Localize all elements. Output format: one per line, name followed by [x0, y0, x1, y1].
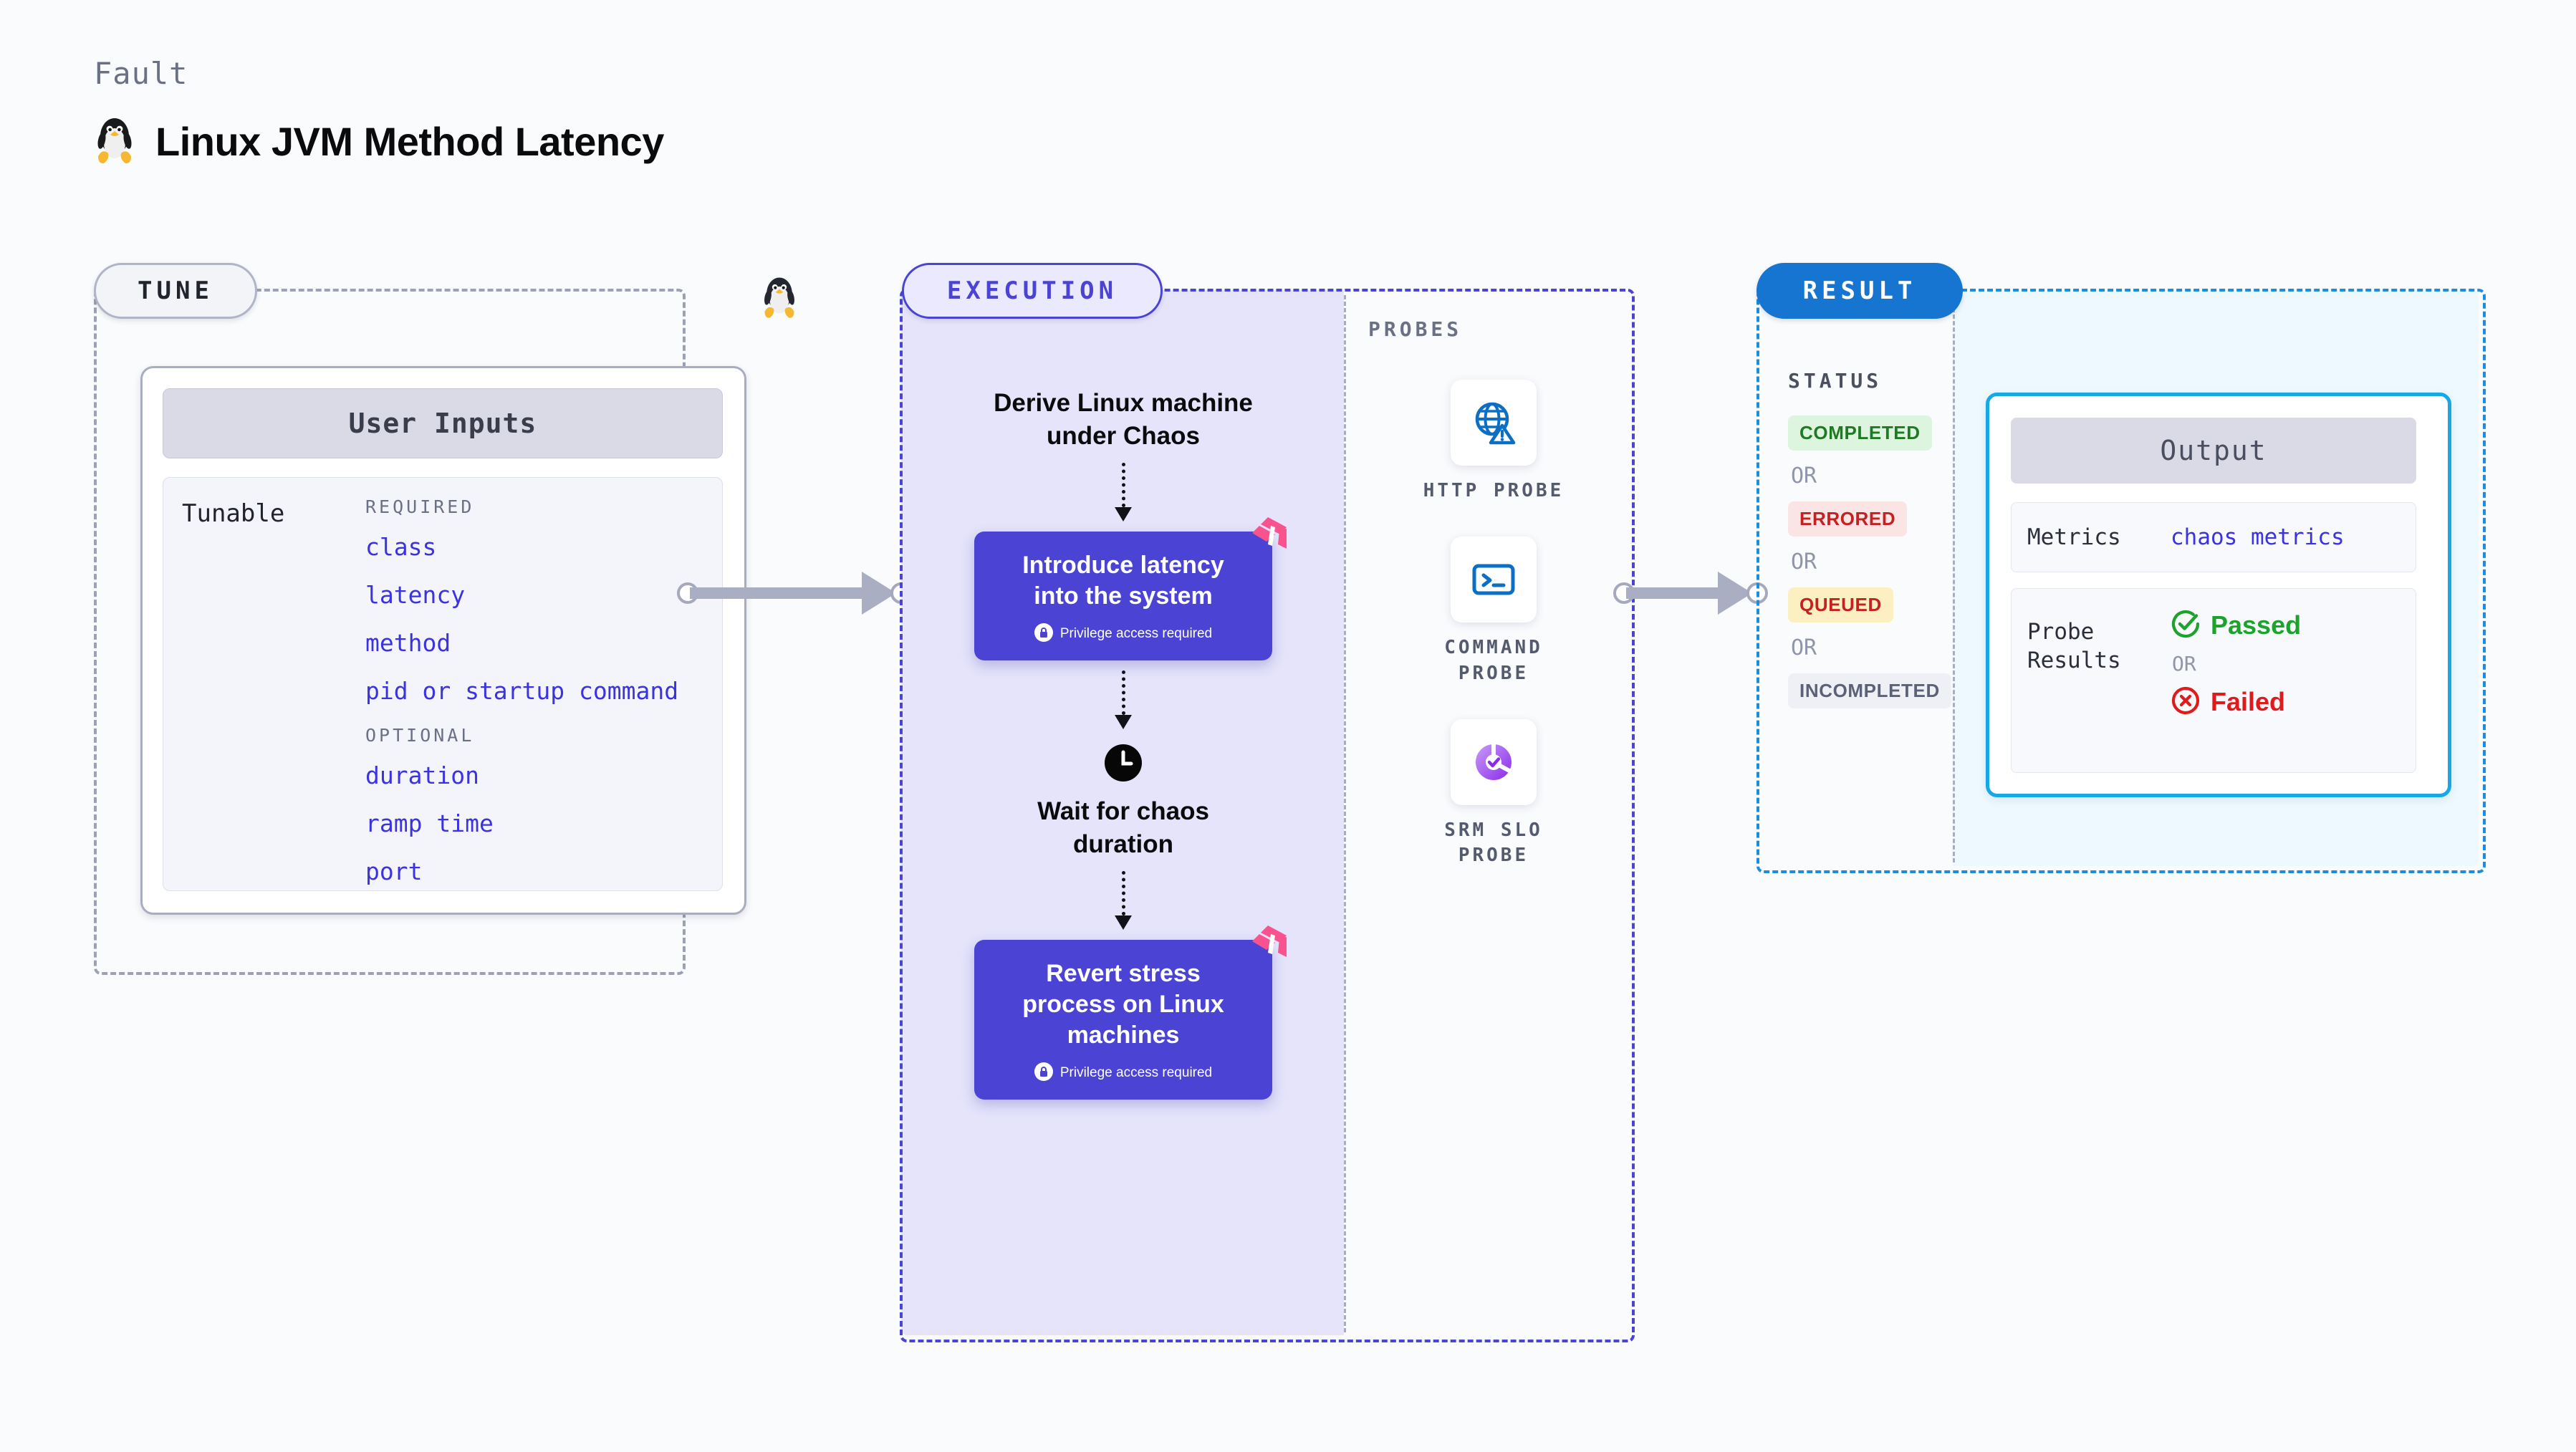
connector-probes-to-result [1613, 572, 1769, 615]
execution-step-derive-machine: Derive Linux machine under Chaos [994, 389, 1253, 451]
flow-arrowhead [1115, 715, 1132, 730]
tunable-item-class[interactable]: class [365, 533, 437, 561]
result-stage-badge[interactable]: RESULT [1756, 263, 1963, 319]
probe-item-http[interactable]: HTTP PROBE [1423, 380, 1565, 504]
globe-warning-icon [1451, 380, 1537, 466]
tunable-item-latency[interactable]: latency [365, 581, 466, 609]
lock-icon [1034, 623, 1053, 645]
connector-tune-to-execution [677, 572, 913, 615]
harness-logo-icon [1246, 921, 1291, 968]
metrics-key-label: Metrics [2027, 524, 2121, 550]
probe-verdict-failed: Failed [2171, 686, 2301, 718]
srm-slo-donut-icon [1450, 719, 1537, 806]
tunable-item-ramp-time[interactable]: ramp time [365, 809, 494, 837]
clock-icon [1104, 744, 1143, 785]
flow-connector-line [1121, 871, 1125, 916]
check-circle-icon [2171, 609, 2201, 642]
probe-verdict-passed-label: Passed [2211, 610, 2302, 640]
execution-node-introduce-latency[interactable]: Introduce latency into the system Privil… [974, 517, 1287, 661]
probe-verdict-passed: Passed [2171, 609, 2301, 642]
execution-stage-badge[interactable]: EXECUTION [902, 263, 1163, 319]
probe-verdict-failed-label: Failed [2211, 687, 2286, 716]
connector-shaft [1626, 587, 1726, 599]
terminal-icon [1450, 537, 1537, 623]
tunable-label: Tunable [182, 499, 285, 528]
tune-stage-badge[interactable]: TUNE [94, 263, 257, 319]
result-divider [1953, 295, 1955, 862]
result-stage-container [1756, 289, 2486, 873]
page-title-row: Linux JVM Method Latency [94, 115, 664, 168]
x-circle-icon [2171, 686, 2201, 718]
flow-arrowhead [1115, 915, 1132, 931]
linux-penguin-icon-tune [759, 274, 799, 324]
probe-results-row: Probe Results Passed OR [2011, 588, 2416, 773]
privilege-access-row: Privilege access required [990, 623, 1256, 645]
probe-results-key-label: Probe Results [2027, 619, 2121, 674]
probe-label-http: HTTP PROBE [1423, 480, 1565, 501]
metrics-row: Metrics chaos metrics [2011, 502, 2416, 572]
fault-kicker-label: Fault [94, 56, 188, 91]
probe-verdict-or-label: OR [2172, 652, 2196, 675]
status-badge-errored: ERRORED [1788, 501, 1908, 537]
flow-arrowhead [1115, 507, 1132, 522]
lock-icon [1034, 1062, 1053, 1084]
tunable-item-method[interactable]: method [365, 629, 451, 657]
probe-results-values: Passed OR Failed [2171, 609, 2301, 718]
output-card: Output Metrics chaos metrics Probe Resul… [1986, 393, 2451, 797]
privilege-access-label: Privilege access required [1059, 626, 1213, 642]
flow-connector-line [1121, 463, 1125, 508]
status-section-label: STATUS [1788, 369, 1883, 393]
connector-shaft [690, 587, 870, 599]
execution-node-title: Introduce latency into the system [1022, 552, 1224, 610]
execution-flow: Derive Linux machine under Chaos Introdu… [924, 387, 1322, 1100]
tunable-item-duration[interactable]: duration [365, 761, 479, 789]
page-title: Linux JVM Method Latency [155, 118, 664, 164]
status-badge-incompleted: INCOMPLETED [1788, 673, 1951, 708]
privilege-access-label: Privilege access required [1059, 1064, 1213, 1080]
privilege-access-row: Privilege access required [990, 1062, 1256, 1084]
execution-node-revert-stress[interactable]: Revert stress process on Linux machines … [974, 925, 1287, 1100]
status-or-label: OR [1791, 635, 1817, 660]
status-badge-queued: QUEUED [1788, 587, 1893, 622]
execution-step-wait-for-chaos: Wait for chaos duration [1037, 797, 1209, 859]
tunable-group-heading-optional: OPTIONAL [365, 725, 475, 746]
tunable-item-pid-or-startup-command[interactable]: pid or startup command [365, 677, 679, 705]
harness-logo-icon [1246, 513, 1291, 560]
tunable-body: Tunable REQUIRED class latency method pi… [163, 477, 723, 891]
output-header: Output [2011, 418, 2416, 484]
status-badge-completed: COMPLETED [1788, 415, 1932, 451]
user-inputs-card: User Inputs Tunable REQUIRED class laten… [140, 366, 746, 915]
tunable-group-heading-required: REQUIRED [365, 496, 475, 517]
flow-connector-line [1121, 670, 1125, 716]
probes-divider [1344, 295, 1346, 1332]
tunable-item-port[interactable]: port [365, 857, 423, 885]
tunable-list: REQUIRED class latency method pid or sta… [365, 496, 709, 885]
linux-penguin-icon [94, 115, 135, 168]
probes-section-label: PROBES [1368, 317, 1463, 341]
user-inputs-header: User Inputs [163, 388, 723, 458]
status-or-label: OR [1791, 463, 1817, 489]
metrics-value-link[interactable]: chaos metrics [2171, 524, 2345, 550]
status-or-label: OR [1791, 549, 1817, 574]
execution-stage-container [900, 289, 1635, 1342]
execution-node-title: Revert stress process on Linux machines [1022, 960, 1224, 1049]
status-list: COMPLETED OR ERRORED OR QUEUED OR INCOMP… [1788, 415, 1974, 708]
